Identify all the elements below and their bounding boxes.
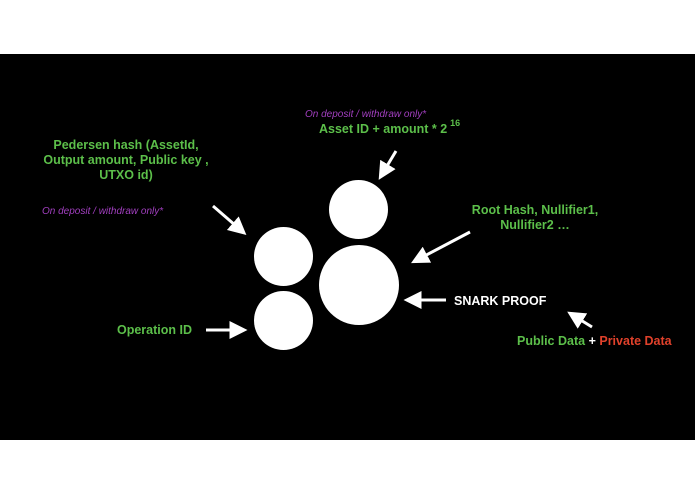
arrow-to-circle-left-upper	[212, 204, 247, 235]
arrow-to-snark	[567, 311, 593, 329]
pedersen-line-2: Output amount, Public key ,	[43, 153, 209, 167]
root-line-1: Root Hash, Nullifier1,	[471, 203, 599, 217]
private-data-label: Private Data	[599, 334, 672, 348]
circle-large	[319, 245, 399, 325]
root-line-2: Nullifier2 …	[500, 218, 570, 232]
plus-sign: +	[588, 334, 596, 348]
deposit-note-left: On deposit / withdraw only*	[42, 206, 164, 217]
deposit-note-top: On deposit / withdraw only*	[305, 109, 427, 120]
pedersen-line-3: UTXO id)	[99, 168, 153, 182]
pedersen-line-1: Pedersen hash (AssetId,	[53, 138, 199, 152]
root-label: Root Hash, Nullifier1, Nullifier2 …	[462, 203, 608, 233]
pedersen-label: Pedersen hash (AssetId, Output amount, P…	[28, 138, 224, 183]
arrow-to-circle-top	[378, 150, 398, 180]
asset-exponent: 16	[450, 118, 461, 128]
operation-label: Operation ID	[117, 323, 193, 337]
circle-left-lower	[254, 291, 313, 350]
circle-top	[329, 180, 388, 239]
snark-label: SNARK PROOF	[454, 294, 547, 308]
asset-line: Asset ID + amount * 2	[319, 122, 448, 136]
public-data-label: Public Data	[517, 334, 586, 348]
circle-left-upper	[254, 227, 313, 286]
data-legend: Public Data + Private Data	[517, 334, 672, 349]
arrow-to-circle-large-from-root	[411, 230, 471, 264]
